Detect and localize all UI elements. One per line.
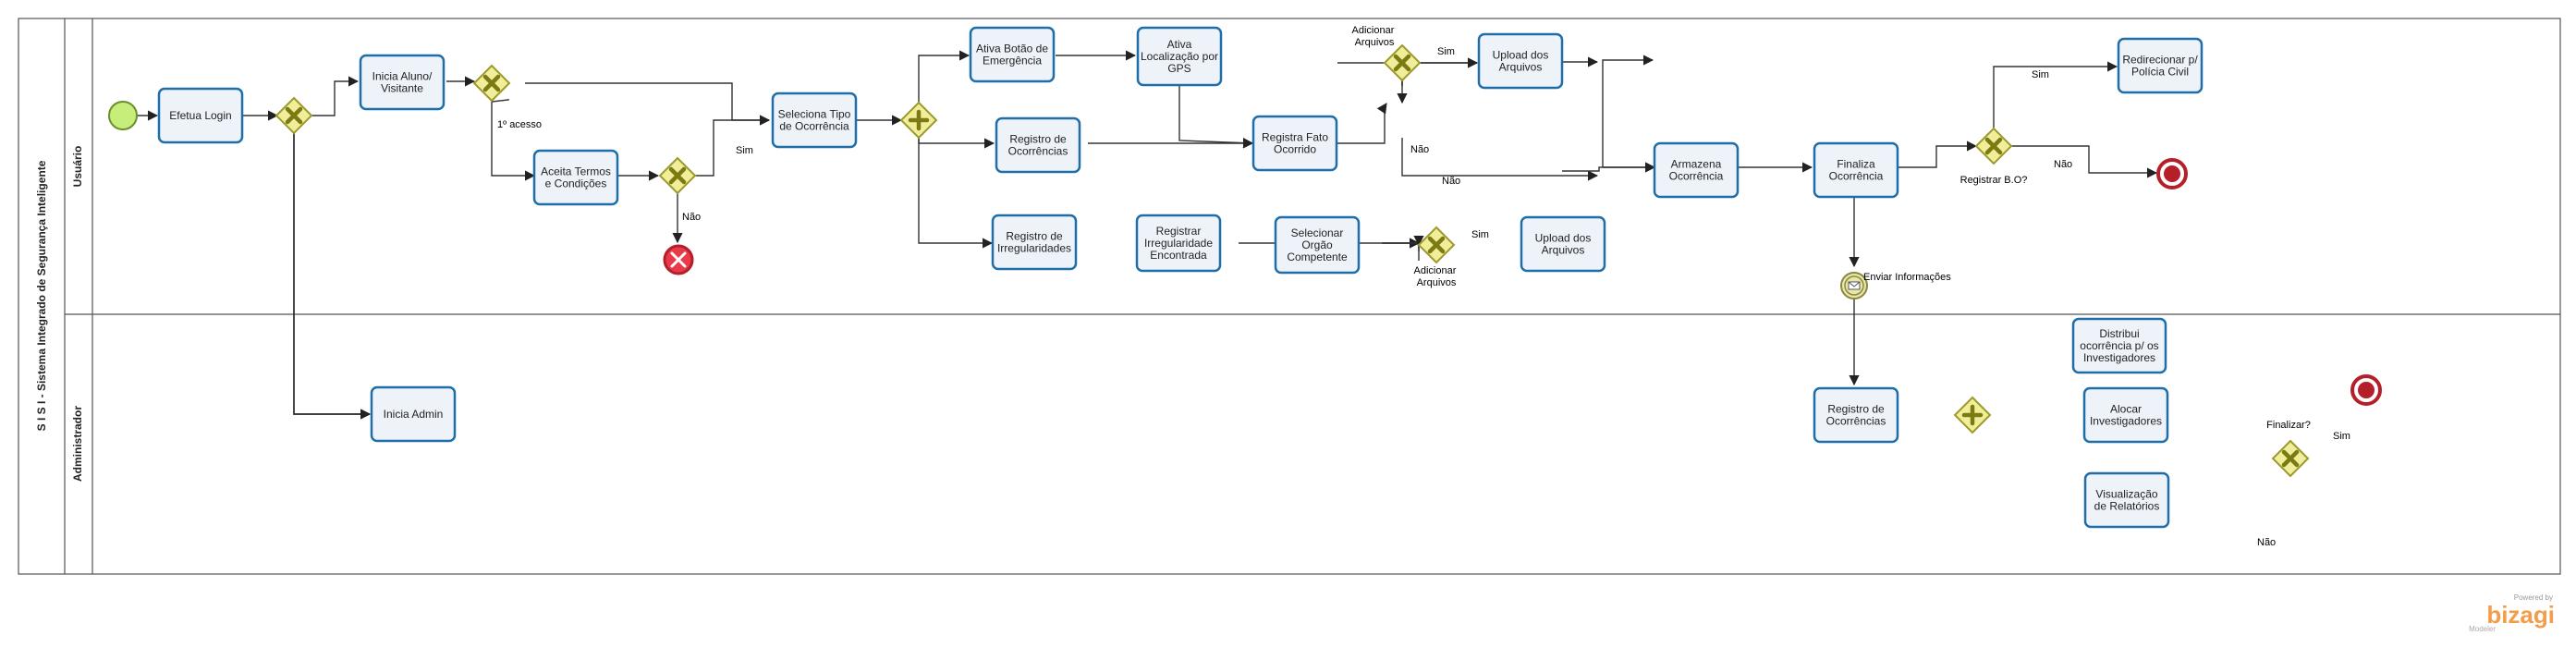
label-nao-arquivos-1b: Não [1442, 176, 1460, 187]
label-nao-finalizar: Não [2257, 537, 2276, 548]
gateway-adicionar-arquivos-2 [1417, 226, 1456, 264]
label-primeiro-acesso: 1º acesso [497, 119, 542, 130]
label-sim-arquivos-1: Sim [1437, 46, 1455, 57]
label-sim-finalizar: Sim [2333, 431, 2350, 442]
label-nao-arquivos-1: Não [1410, 144, 1429, 155]
task-label: Efetua Login [169, 109, 231, 122]
gateway-parallel-admin [1953, 396, 1992, 434]
label-nao-bo: Não [2054, 159, 2072, 170]
end-event-bo [2156, 158, 2188, 189]
lane-title-administrador: Administrador [71, 406, 84, 482]
svg-text:Modeler: Modeler [2469, 625, 2496, 633]
task-efetua-login: Efetua Login [157, 87, 244, 144]
label-sim-termos: Sim [736, 145, 753, 156]
flow-labels: 1º acesso Sim Não Adicionar Arquivos Sim… [497, 25, 2350, 548]
label-sim-arquivos-2: Sim [1471, 229, 1489, 240]
end-event-admin [2350, 374, 2382, 406]
bizagi-logo: Powered by bizagi Modeler [2469, 593, 2555, 633]
start-event [108, 101, 138, 130]
task-label: Inicia Aluno/Visitante [372, 70, 433, 95]
gateway-termos [658, 156, 697, 195]
task-label: Redirecionar p/Polícia Civil [2122, 54, 2198, 79]
svg-text:Powered by: Powered by [2514, 593, 2553, 602]
task-inicia-aluno: Inicia Aluno/Visitante [359, 54, 446, 111]
gateway-login [275, 96, 313, 135]
sequence-flows [137, 50, 2158, 420]
label-adicionar-arquivos-1: Adicionar Arquivos [1352, 25, 1398, 48]
task-inicia-admin: Inicia Admin [370, 385, 457, 443]
gateway-adicionar-arquivos-1 [1383, 43, 1422, 82]
label-nao-termos: Não [682, 212, 701, 223]
gateway-parallel-tipo [899, 101, 938, 140]
pool-title: S I S I - Sistema Integrado de Segurança… [35, 160, 48, 431]
task-redirecionar: Redirecionar p/Polícia Civil [2117, 37, 2204, 94]
task-label: Inicia Admin [384, 408, 444, 421]
lane-title-usuario: Usuário [71, 146, 84, 188]
label-registrar-bo: Registrar B.O? [1960, 175, 2028, 186]
label-enviar-informacoes: Enviar Informações [1863, 272, 1951, 283]
tasks-layer: Efetua Login Inicia Aluno/VisitanteAceita… [157, 26, 2204, 529]
gateway-primeiro-acesso [472, 64, 511, 103]
label-adicionar-arquivos-2: Adicionar Arquivos [1414, 265, 1459, 288]
message-event [1840, 272, 1868, 299]
error-end-event [663, 244, 694, 275]
gateway-finalizar [2271, 439, 2310, 478]
gateway-registrar-bo [1974, 127, 2013, 165]
svg-text:bizagi: bizagi [2486, 601, 2555, 629]
label-finalizar: Finalizar? [2266, 420, 2311, 431]
label-sim-bo: Sim [2032, 69, 2049, 80]
